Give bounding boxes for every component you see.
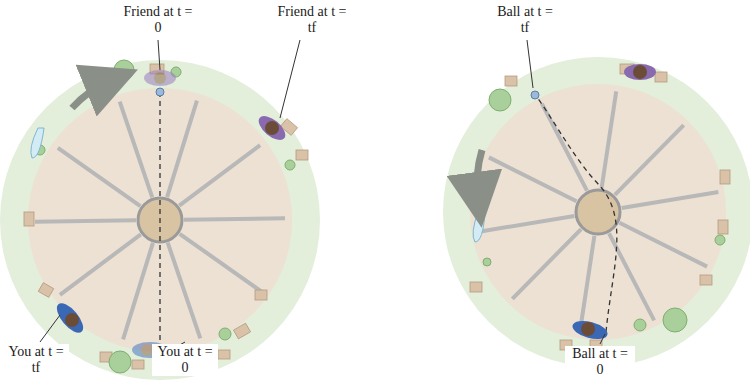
spoke bbox=[58, 148, 141, 206]
spoke bbox=[167, 101, 197, 197]
position-label: Friend at t = tf bbox=[272, 4, 352, 36]
spoke bbox=[123, 243, 153, 339]
spoke bbox=[542, 104, 587, 191]
spoke bbox=[580, 236, 595, 333]
position-label: Friend at t = 0 bbox=[121, 4, 195, 36]
spoke bbox=[622, 192, 719, 208]
spoke bbox=[619, 223, 707, 267]
spoke bbox=[120, 102, 153, 198]
position-label: Ball at t = 0 bbox=[565, 346, 635, 378]
spoke bbox=[184, 218, 285, 219]
position-label: You at t = tf bbox=[3, 344, 69, 376]
spoke bbox=[489, 157, 577, 201]
left-platform bbox=[0, 40, 320, 380]
spoke bbox=[168, 243, 201, 339]
spoke bbox=[602, 91, 617, 188]
spoke bbox=[179, 145, 260, 206]
spoke bbox=[609, 233, 654, 320]
spoke bbox=[615, 125, 684, 195]
spoke bbox=[35, 220, 136, 221]
spoke bbox=[512, 229, 581, 299]
spoke bbox=[180, 234, 263, 292]
position-label: You at t = 0 bbox=[152, 344, 218, 376]
right-platform bbox=[443, 40, 750, 367]
position-label: Ball at t = tf bbox=[490, 4, 560, 36]
spoke bbox=[478, 216, 575, 232]
spoke bbox=[60, 234, 141, 295]
